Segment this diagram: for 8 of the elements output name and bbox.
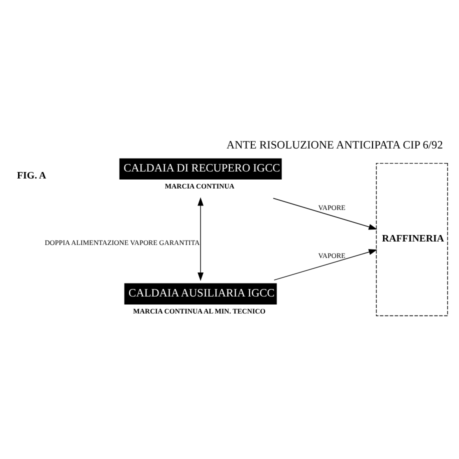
- node-box: CALDAIA DI RECUPERO IGCC: [119, 158, 282, 180]
- node-box: CALDAIA AUSILIARIA IGCC: [124, 282, 277, 304]
- arrow: [274, 248, 378, 280]
- arrow: [198, 196, 204, 280]
- arrow: [272, 197, 378, 230]
- diagram-title: ANTE RISOLUZIONE ANTICIPATA CIP 6/92: [226, 139, 443, 152]
- node-box: RAFFINERIA: [376, 162, 448, 316]
- label: FIG. A: [17, 170, 46, 182]
